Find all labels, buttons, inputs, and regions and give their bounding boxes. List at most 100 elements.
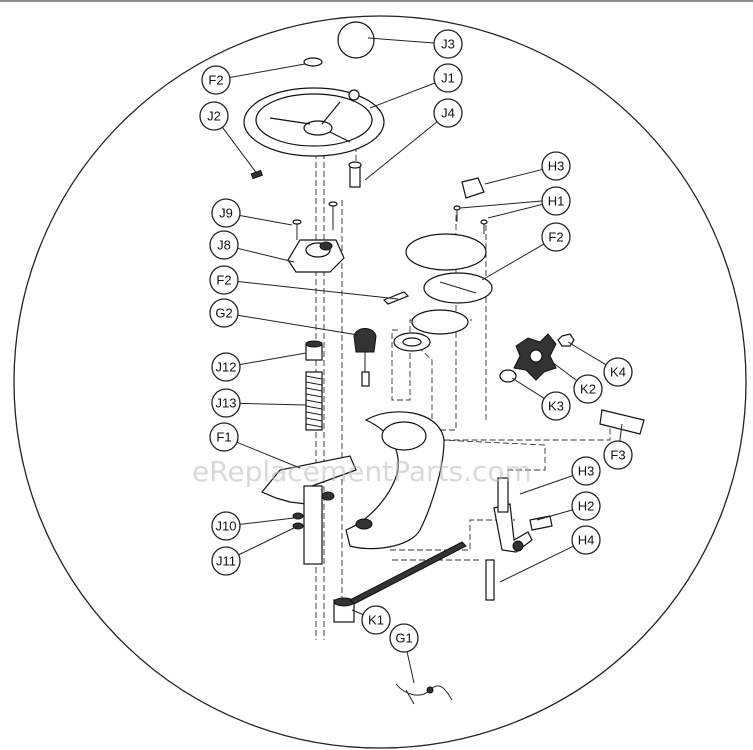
leader-H1: [487, 203, 543, 219]
callout-circle: [541, 391, 571, 421]
callout-F2a: F2: [201, 65, 231, 95]
switch-knob-G2: [353, 328, 377, 387]
callout-circle: [361, 605, 391, 635]
leader-J13: [239, 402, 307, 406]
callout-label: K4: [610, 365, 626, 380]
callout-circle: [201, 65, 231, 95]
callout-circle: [199, 101, 229, 131]
callout-circle: [209, 422, 239, 452]
leader-F2a: [229, 63, 306, 79]
leader-F2c: [237, 281, 399, 300]
leader-H3a: [484, 168, 543, 185]
set-screw-J2: [250, 169, 264, 180]
leader-H4: [499, 545, 574, 583]
callout-circle: [389, 623, 419, 653]
callout-K4: K4: [603, 357, 633, 387]
callout-circle: [211, 352, 241, 382]
callout-label: J3: [441, 37, 455, 52]
bracket-H-assembly: [485, 477, 553, 601]
leader-K1: [351, 609, 364, 616]
callout-circle: [603, 440, 633, 470]
cable-G1: [395, 683, 453, 705]
callout-K1: K1: [361, 605, 391, 635]
leader-K3: [511, 377, 545, 399]
callout-J9: J9: [211, 198, 241, 228]
outer-circle: [13, 15, 747, 749]
watermark: eReplacementParts.com: [192, 455, 532, 488]
callout-H1: H1: [541, 186, 571, 216]
callout-label: K2: [580, 382, 596, 397]
callout-J4: J4: [433, 98, 463, 128]
bearing-block-J8: [287, 239, 345, 273]
callout-G1: G1: [389, 623, 419, 653]
knob-ball-J3: [337, 21, 375, 59]
washer-K3: [499, 369, 517, 383]
callout-label: J1: [441, 71, 455, 86]
lever-F1: [261, 455, 357, 565]
callout-label: F2: [216, 273, 231, 288]
leader-J1: [369, 82, 436, 109]
callout-G2: G2: [209, 298, 239, 328]
leader-J9: [239, 215, 293, 226]
callout-label: J11: [216, 554, 236, 569]
callout-K2: K2: [573, 374, 603, 404]
leader-G1: [406, 651, 415, 684]
callout-circle: [433, 98, 463, 128]
callout-circle: [541, 151, 571, 181]
callout-label: J8: [217, 238, 231, 253]
leader-F2b: [481, 243, 545, 281]
leader-H1-second: [459, 200, 543, 209]
callout-circle: [573, 374, 603, 404]
callout-H4: H4: [571, 525, 601, 555]
bolts-J9: [292, 201, 338, 240]
callout-circle: [211, 198, 241, 228]
leader-F1: [236, 441, 301, 469]
callout-circle: [541, 186, 571, 216]
leader-J3: [367, 37, 435, 44]
callout-J13: J13: [211, 388, 241, 418]
callout-F1: F1: [209, 422, 239, 452]
callout-label: H4: [578, 533, 595, 548]
callout-circle: [541, 222, 571, 252]
leader-H2: [536, 509, 573, 521]
bushing-J12: [305, 340, 323, 361]
sector-hub: [381, 421, 427, 451]
callout-label: G1: [395, 631, 412, 646]
callout-circle: [211, 388, 241, 418]
callout-circle: [433, 29, 463, 59]
callout-label: G2: [215, 306, 232, 321]
washer-inner: [402, 337, 422, 347]
cap-F2: [303, 57, 323, 67]
callout-K3: K3: [541, 391, 571, 421]
o-ring-1: [405, 233, 487, 271]
leader-K2: [551, 361, 578, 382]
callout-F2c: F2: [209, 265, 239, 295]
callout-label: H1: [548, 194, 565, 209]
drum-K1: [333, 541, 467, 623]
leader-J12: [239, 352, 307, 366]
o-ring-3: [411, 309, 469, 335]
callout-label: J2: [207, 109, 221, 124]
leader-J11: [238, 525, 299, 556]
screws-H1: [453, 205, 488, 234]
sector-hole: [355, 518, 373, 530]
callout-F2b: F2: [541, 222, 571, 252]
leader-lines: [221, 37, 623, 684]
leader-F3: [619, 423, 623, 442]
star-knob-K2: [513, 333, 557, 381]
callout-J3: J3: [433, 29, 463, 59]
leader-H3b: [519, 475, 573, 495]
callout-J11: J11: [211, 546, 241, 576]
callout-label: J12: [216, 360, 237, 375]
cap-H3-top: [461, 177, 485, 199]
callout-label: F3: [610, 448, 625, 463]
callout-label: H3: [548, 159, 565, 174]
plate-F3: [599, 409, 645, 435]
callout-J10: J10: [211, 511, 241, 541]
callout-F3: F3: [603, 440, 633, 470]
callout-circle: [211, 511, 241, 541]
callout-circle: [433, 63, 463, 93]
callout-label: J13: [216, 396, 237, 411]
